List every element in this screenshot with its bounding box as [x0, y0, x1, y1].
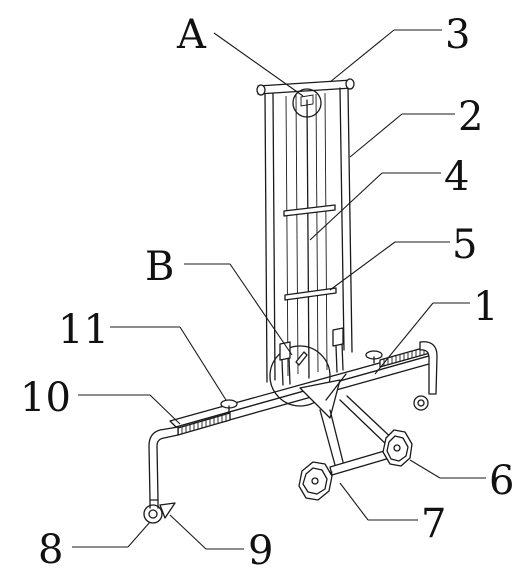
label-8: 8 [38, 527, 63, 571]
label-b: B [145, 244, 174, 290]
detail-a-marker [292, 88, 322, 118]
wheel-trolley [298, 395, 413, 501]
label-a: A [176, 12, 207, 58]
label-3: 3 [445, 12, 470, 58]
label-6: 6 [489, 458, 514, 504]
label-1: 1 [473, 284, 498, 330]
right-leg [413, 341, 438, 411]
reference-labels: A 3 2 4 5 B 1 11 10 6 7 8 9 [20, 12, 514, 571]
wheel-front-left [298, 461, 333, 501]
wheel-right [382, 429, 413, 467]
upright-frame [256, 78, 355, 383]
clamp-assembly [269, 327, 347, 419]
label-9: 9 [248, 528, 273, 571]
locking-knob-left [220, 399, 238, 414]
label-5: 5 [452, 222, 477, 268]
caster-wheel-right [413, 395, 429, 411]
locking-knob-right [365, 350, 383, 364]
label-2: 2 [458, 94, 483, 140]
label-4: 4 [444, 154, 469, 200]
leader-lines [72, 29, 486, 550]
label-7: 7 [421, 501, 446, 547]
left-leg [143, 426, 179, 524]
label-10: 10 [20, 375, 71, 421]
caster-wheel-left [143, 499, 163, 524]
label-11: 11 [58, 307, 109, 353]
